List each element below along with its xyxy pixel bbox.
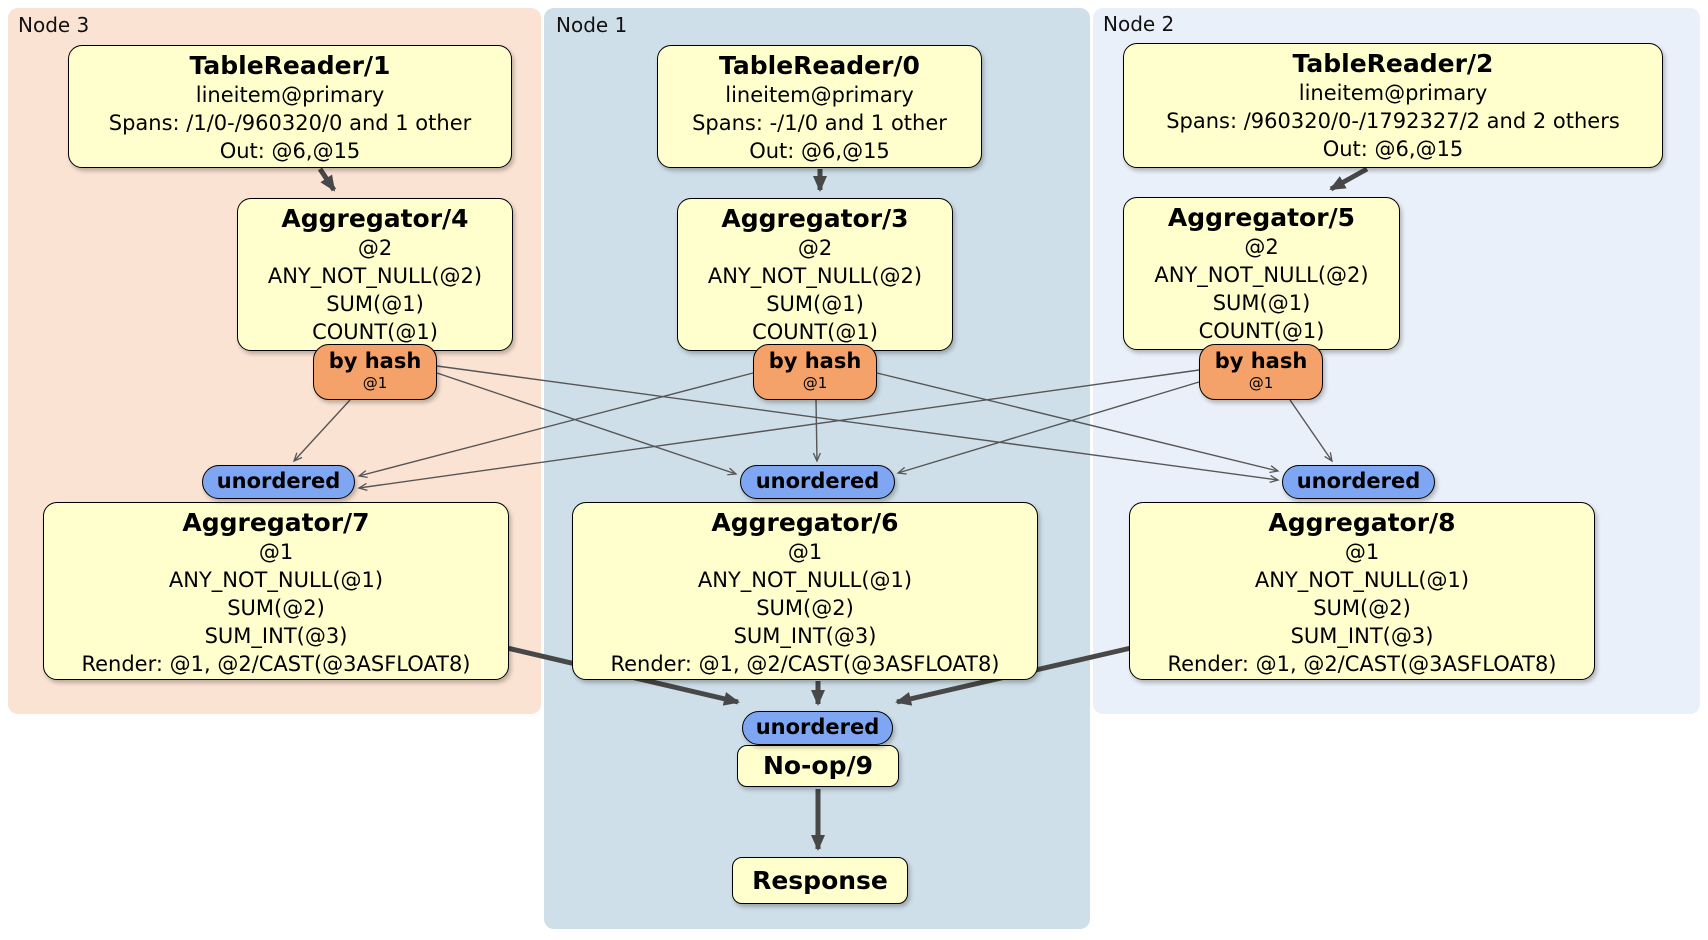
aggregator-4-line: @2 <box>357 236 393 260</box>
tablereader-2-box: TableReader/2 lineitem@primary Spans: /9… <box>1123 43 1663 168</box>
aggregator-7-title: Aggregator/7 <box>182 508 370 537</box>
aggregator-3-line: ANY_NOT_NULL(@2) <box>707 264 923 288</box>
aggregator-8-line: ANY_NOT_NULL(@1) <box>1254 568 1470 592</box>
aggregator-3-title: Aggregator/3 <box>721 204 909 233</box>
aggregator-6-line: @1 <box>787 540 823 564</box>
tablereader-0-spans: Spans: -/1/0 and 1 other <box>692 111 947 135</box>
hash-router-node3: by hash @1 <box>313 344 437 400</box>
hash-router-node2-label: by hash <box>1214 349 1308 373</box>
response-box: Response <box>732 857 908 904</box>
hash-router-node3-label: by hash <box>328 349 422 373</box>
aggregator-8-line: SUM(@2) <box>1313 596 1411 620</box>
aggregator-4-line: COUNT(@1) <box>312 320 438 344</box>
sync-node1: unordered <box>740 465 895 499</box>
aggregator-4-line: ANY_NOT_NULL(@2) <box>267 264 483 288</box>
aggregator-6-render: Render: @1, @2/CAST(@3ASFLOAT8) <box>610 652 1000 676</box>
aggregator-7-box: Aggregator/7 @1 ANY_NOT_NULL(@1) SUM(@2)… <box>43 502 509 680</box>
aggregator-5-line: SUM(@1) <box>1212 291 1311 315</box>
aggregator-6-box: Aggregator/6 @1 ANY_NOT_NULL(@1) SUM(@2)… <box>572 502 1038 680</box>
tablereader-2-index: lineitem@primary <box>1298 81 1488 105</box>
node1-label: Node 1 <box>556 13 628 37</box>
aggregator-8-render: Render: @1, @2/CAST(@3ASFLOAT8) <box>1167 652 1557 676</box>
aggregator-6-line: ANY_NOT_NULL(@1) <box>697 568 913 592</box>
sync-node2: unordered <box>1282 465 1435 499</box>
aggregator-4-title: Aggregator/4 <box>281 204 469 233</box>
aggregator-5-line: ANY_NOT_NULL(@2) <box>1154 263 1369 287</box>
aggregator-7-line: SUM(@2) <box>227 596 325 620</box>
tablereader-1-spans: Spans: /1/0-/960320/0 and 1 other <box>108 111 472 135</box>
aggregator-5-line: COUNT(@1) <box>1198 319 1325 343</box>
aggregator-7-line: SUM_INT(@3) <box>204 624 348 648</box>
node3-label: Node 3 <box>18 13 90 37</box>
hash-router-node1-detail: @1 <box>802 374 828 392</box>
aggregator-5-line: @2 <box>1244 235 1279 259</box>
aggregator-6-line: SUM_INT(@3) <box>733 624 877 648</box>
tablereader-2-out: Out: @6,@15 <box>1322 137 1464 161</box>
tablereader-1-index: lineitem@primary <box>195 83 385 107</box>
aggregator-3-box: Aggregator/3 @2 ANY_NOT_NULL(@2) SUM(@1)… <box>677 198 953 351</box>
noop-box: No-op/9 <box>737 745 899 787</box>
aggregator-5-box: Aggregator/5 @2 ANY_NOT_NULL(@2) SUM(@1)… <box>1123 197 1400 350</box>
hash-router-node2-detail: @1 <box>1248 374 1274 392</box>
aggregator-8-line: @1 <box>1344 540 1380 564</box>
tablereader-0-title: TableReader/0 <box>719 51 920 80</box>
aggregator-3-line: COUNT(@1) <box>752 320 878 344</box>
sync-final: unordered <box>742 711 893 745</box>
tablereader-0-out: Out: @6,@15 <box>749 139 890 163</box>
aggregator-6-title: Aggregator/6 <box>711 508 899 537</box>
tablereader-1-out: Out: @6,@15 <box>219 139 361 163</box>
hash-router-node3-detail: @1 <box>362 374 388 392</box>
aggregator-7-render: Render: @1, @2/CAST(@3ASFLOAT8) <box>81 652 471 676</box>
aggregator-4-line: SUM(@1) <box>326 292 424 316</box>
tablereader-2-title: TableReader/2 <box>1292 49 1494 78</box>
hash-router-node1-label: by hash <box>768 349 862 373</box>
aggregator-7-line: @1 <box>258 540 294 564</box>
aggregator-3-line: SUM(@1) <box>766 292 864 316</box>
aggregator-6-line: SUM(@2) <box>756 596 854 620</box>
hash-router-node1: by hash @1 <box>753 344 877 400</box>
aggregator-3-line: @2 <box>797 236 833 260</box>
node2-label: Node 2 <box>1103 12 1175 36</box>
hash-router-node2: by hash @1 <box>1199 344 1323 400</box>
sync-node3: unordered <box>202 465 355 499</box>
aggregator-8-title: Aggregator/8 <box>1268 508 1456 537</box>
aggregator-5-title: Aggregator/5 <box>1167 203 1356 232</box>
aggregator-8-line: SUM_INT(@3) <box>1290 624 1434 648</box>
aggregator-7-line: ANY_NOT_NULL(@1) <box>168 568 384 592</box>
tablereader-0-index: lineitem@primary <box>725 83 914 107</box>
tablereader-1-box: TableReader/1 lineitem@primary Spans: /1… <box>68 45 512 168</box>
tablereader-1-title: TableReader/1 <box>189 51 391 80</box>
tablereader-2-spans: Spans: /960320/0-/1792327/2 and 2 others <box>1166 109 1620 133</box>
aggregator-8-box: Aggregator/8 @1 ANY_NOT_NULL(@1) SUM(@2)… <box>1129 502 1595 680</box>
aggregator-4-box: Aggregator/4 @2 ANY_NOT_NULL(@2) SUM(@1)… <box>237 198 513 351</box>
tablereader-0-box: TableReader/0 lineitem@primary Spans: -/… <box>657 45 982 168</box>
